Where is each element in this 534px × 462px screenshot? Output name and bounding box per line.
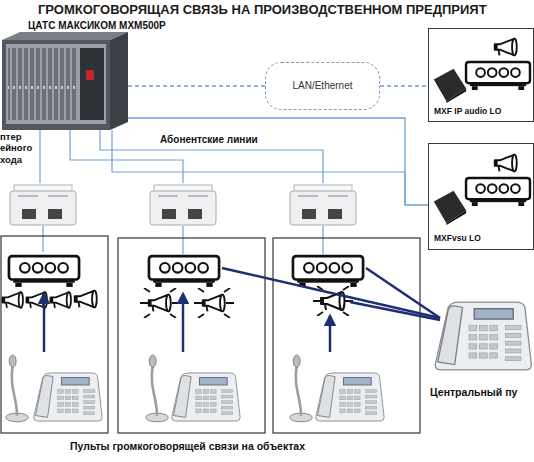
console-line [222,268,440,320]
ip-audio-box: MXF IP audio LO [428,28,534,122]
microphone [6,355,29,422]
node-label: LAN/Ethernet [266,63,379,109]
network-link [380,85,428,86]
node-label: MXFvsu LO [434,234,481,244]
line-label: Абонентские линии [160,134,258,146]
amplifier [149,256,219,287]
ip-audio-unit [434,191,466,225]
loudspeaker [2,39,517,318]
diagram-title: ГРОМКОГОВОРЯЩАЯ СВЯЗЬ НА ПРОИЗВОДСТВЕННО… [38,2,487,17]
adapter-label: птер ейного хода [0,131,40,165]
amplifier [466,178,530,206]
object-frame [1,236,420,433]
subscriber-lines [40,130,405,254]
desk-phone [34,373,102,421]
node-label: ЦАТС МАКСИКОМ MXM500P [28,20,166,32]
amplifier [293,256,363,287]
central-console [435,302,531,370]
desk-phone [316,373,384,421]
ip-audio-box: MXFvsu LO [428,143,534,250]
microphone [146,355,169,422]
ip-audio-unit [434,69,466,103]
pbx-node: ЦАТС МАКСИКОМ MXM500P [2,32,128,130]
network-cloud: LAN/Ethernet [265,62,380,110]
amplifier [9,256,79,287]
network-link [128,118,428,205]
network-link [128,85,265,86]
line-adapter [290,185,356,225]
node-label: Центральный пу [430,386,517,398]
amplifier [466,62,530,90]
line-adapter [10,185,76,225]
group-caption: Пульты громкоговорящей связи на объектах [70,440,305,453]
pbx-rack [2,32,128,130]
console-node: Центральный пу [430,288,534,384]
node-label: MXF IP audio LO [434,107,501,117]
line-adapter [150,185,216,225]
microphone [290,355,313,422]
signal-arrow [44,294,330,352]
desk-phone [172,373,240,421]
